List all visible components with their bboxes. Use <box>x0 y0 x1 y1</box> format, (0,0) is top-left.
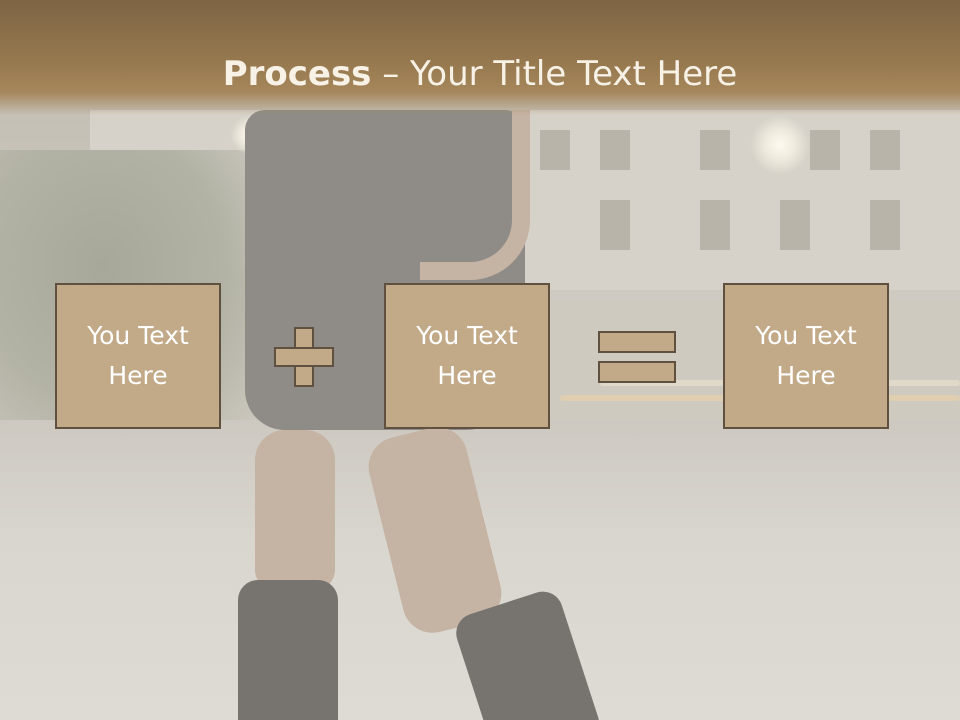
plus-icon <box>274 327 334 387</box>
process-box-1[interactable]: You Text Here <box>55 283 221 429</box>
process-box-2-label: You Text Here <box>416 321 518 390</box>
process-box-3-label: You Text Here <box>755 321 857 390</box>
slide-title[interactable]: Process – Your Title Text Here <box>0 52 960 96</box>
title-band <box>0 0 960 115</box>
process-box-3[interactable]: You Text Here <box>723 283 889 429</box>
process-box-2[interactable]: You Text Here <box>384 283 550 429</box>
title-rest: – Your Title Text Here <box>371 54 738 94</box>
title-bold: Process <box>222 54 372 94</box>
equals-icon <box>598 331 676 383</box>
process-box-1-label: You Text Here <box>87 321 189 390</box>
